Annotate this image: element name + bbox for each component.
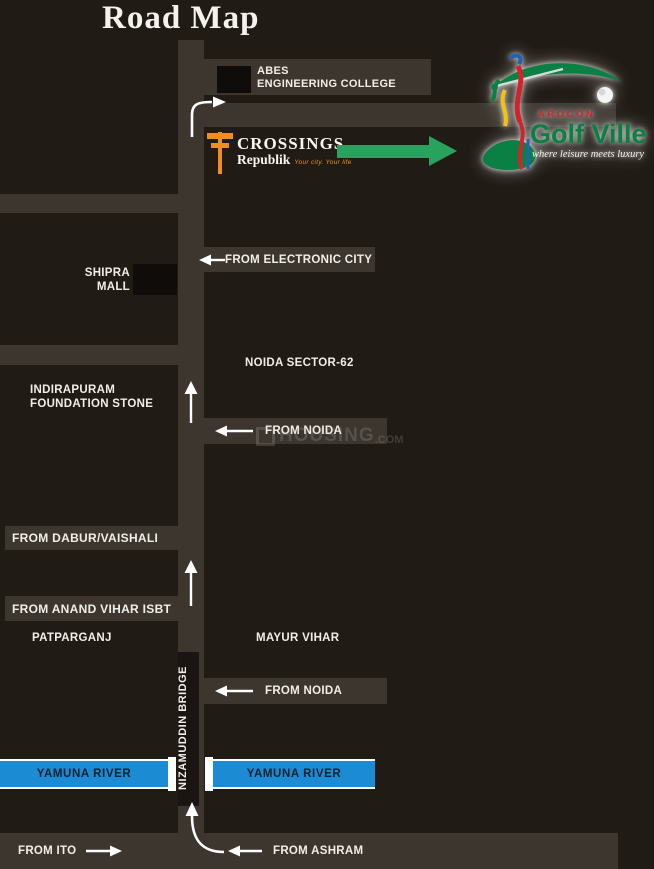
yamuna-river-left-label: YAMUNA RIVER — [36, 768, 132, 780]
patparganj-label: PATPARGANJ — [32, 632, 112, 644]
golf-ball-icon — [597, 87, 613, 103]
yamuna-river-left: YAMUNA RIVER — [0, 759, 168, 789]
from-dabur-vaishali-bar: FROM DABUR/VAISHALI — [5, 526, 184, 550]
arrow-left-icon — [228, 845, 262, 857]
crossings-signpost-icon — [206, 128, 234, 176]
crossings-name: CROSSINGS — [237, 134, 345, 153]
indirapuram-label: INDIRAPURAM FOUNDATION STONE — [30, 384, 154, 410]
road-left-branch-2 — [0, 345, 178, 365]
arrow-left-icon — [215, 685, 253, 697]
housing-watermark: HOUSING .COM — [256, 425, 403, 447]
from-electronic-city-bar: FROM ELECTRONIC CITY — [199, 247, 375, 272]
crossings-sub: Republik — [237, 152, 291, 167]
nizamuddin-bridge-label: NIZAMUDDIN BRIDGE — [177, 666, 189, 790]
from-noida-lower-label: FROM NOIDA — [265, 685, 343, 697]
road-left-branch-1 — [0, 194, 178, 213]
crossings-republik-logo: CROSSINGS Republik Your city. Your life — [206, 128, 352, 176]
abes-line2: ENGINEERING COLLEGE — [257, 77, 396, 90]
golfer-arm — [500, 89, 508, 127]
golf-club-icon — [495, 67, 564, 88]
golfer-head — [508, 53, 523, 65]
from-noida-lower-bar: FROM NOIDA — [203, 678, 387, 704]
golf-ville-tagline: where leisure meets luxury — [532, 149, 644, 160]
noida-sector-62-label: NOIDA SECTOR-62 — [245, 357, 354, 369]
housing-watermark-icon — [256, 426, 275, 446]
from-anand-vihar-bar: FROM ANAND VIHAR ISBT — [5, 596, 184, 621]
shipra-mall-building-block — [133, 264, 177, 295]
page-title: Road Map — [102, 0, 260, 36]
abes-line1: ABES — [257, 65, 289, 77]
curved-arrow-up-right-icon — [190, 96, 226, 137]
abes-building-block — [217, 66, 251, 93]
from-dabur-vaishali-label: FROM DABUR/VAISHALI — [12, 531, 159, 545]
arrow-right-icon — [86, 845, 122, 857]
from-electronic-city-label: FROM ELECTRONIC CITY — [225, 253, 373, 266]
arocon-brand: AROCON — [538, 109, 595, 120]
road-top-branch — [178, 103, 616, 127]
green-direction-arrow-icon — [337, 136, 457, 166]
arrow-up-icon — [184, 381, 198, 423]
arrow-left-icon — [199, 254, 225, 265]
golfer-body — [514, 64, 524, 123]
yamuna-river-right: YAMUNA RIVER — [213, 759, 375, 789]
golf-swoosh — [492, 63, 622, 89]
from-anand-vihar-label: FROM ANAND VIHAR ISBT — [12, 601, 172, 616]
arrow-left-icon — [215, 425, 253, 437]
shipra-mall-label: SHIPRA MALL — [84, 267, 130, 293]
nizamuddin-bridge-segment — [178, 652, 199, 806]
river-bank-cap — [205, 757, 213, 791]
arocon-golf-ville-logo: AROCON Golf Ville where leisure meets lu… — [482, 53, 647, 170]
curved-arrow-up-icon — [185, 802, 225, 854]
from-noida-upper-bar: FROM NOIDA — [203, 418, 387, 444]
from-ashram-label: FROM ASHRAM — [273, 845, 364, 857]
arrow-up-icon — [184, 560, 198, 606]
from-ito-label: FROM ITO — [18, 845, 77, 857]
crossings-tagline: Your city. Your life — [294, 159, 352, 166]
watermark-text: HOUSING — [279, 425, 375, 446]
yamuna-river-right-label: YAMUNA RIVER — [246, 768, 342, 780]
river-bank-cap — [168, 757, 176, 791]
mayur-vihar-label: MAYUR VIHAR — [256, 632, 340, 644]
abes-college-label: ABES ENGINEERING COLLEGE — [257, 65, 396, 90]
watermark-suffix: .COM — [374, 434, 404, 446]
golf-ville-name: Golf Ville — [530, 119, 647, 149]
from-noida-upper-label: FROM NOIDA — [265, 425, 343, 437]
